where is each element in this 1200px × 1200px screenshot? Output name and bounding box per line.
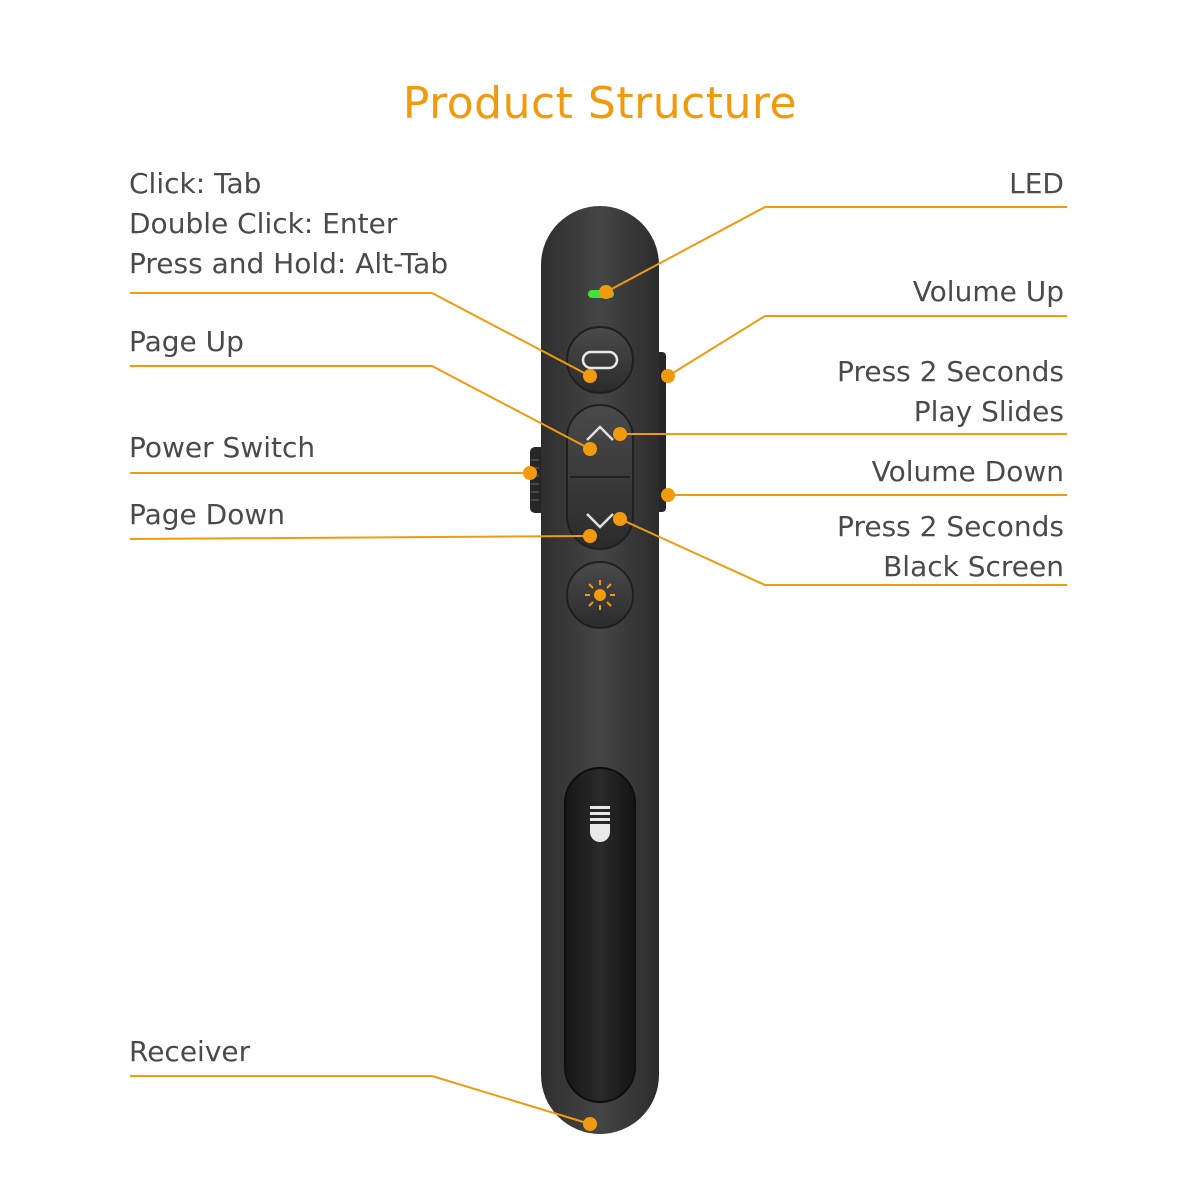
chevron-up-icon [586,425,614,441]
sun-icon [585,580,615,610]
play-slides-label: Press 2 Seconds Play Slides [837,352,1064,432]
laser-button[interactable] [566,561,634,629]
page-up-down-rocker[interactable] [566,404,634,550]
tab-double-click-text: Double Click: Enter [129,207,398,240]
receiver-release-icon [590,806,610,842]
black-screen-text: Black Screen [883,550,1064,583]
page-up-label: Page Up [129,325,244,358]
black-screen-label: Press 2 Seconds Black Screen [837,507,1064,587]
volume-down-label: Volume Down [871,455,1064,488]
callout-dots [523,285,675,1131]
receiver-slot[interactable] [564,767,636,1103]
callout-lines [129,206,1067,1125]
page-title: Product Structure [402,78,798,129]
tab-hold-text: Press and Hold: Alt-Tab [129,247,449,280]
receiver-label: Receiver [129,1035,251,1068]
play-slides-text: Play Slides [913,395,1064,428]
play-press-text: Press 2 Seconds [837,355,1064,388]
power-switch-label: Power Switch [129,431,316,464]
page-down-label: Page Down [129,498,286,531]
led-label: LED [1009,167,1064,200]
tab-button[interactable] [566,326,634,394]
black-press-text: Press 2 Seconds [837,510,1064,543]
tab-function-label: Click: Tab Double Click: Enter Press and… [129,164,448,284]
oval-icon [581,350,619,370]
volume-up-label: Volume Up [912,275,1064,308]
chevron-down-icon [586,513,614,529]
tab-click-text: Click: Tab [129,167,262,200]
